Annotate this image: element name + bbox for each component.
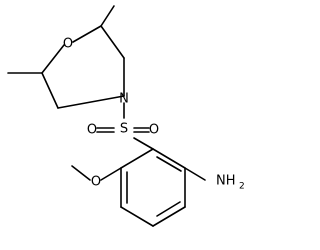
bond-c2-methyl	[100, 5, 115, 27]
bond-ring-inner-b	[156, 201, 181, 217]
methoxy-oxygen-label: O	[91, 175, 101, 190]
bond-o-c2	[72, 25, 102, 43]
bond-ring-inner-a	[156, 156, 182, 172]
bond-c2-c3	[100, 25, 125, 59]
bond-ring-1-2	[152, 148, 186, 169]
bond-c5-c6	[41, 72, 59, 109]
bond-ring-4-5	[120, 206, 154, 227]
bond-ring-methoxy-o	[100, 167, 122, 181]
amine-subscript-label: 2	[239, 182, 245, 192]
bond-c6-o	[41, 44, 65, 74]
sulfonyl-oxygen-left-label: O	[87, 123, 97, 138]
morpholine-nitrogen-label: N	[119, 92, 129, 107]
molecule-structure: O N S O O O NH 2	[7, 5, 245, 227]
sulfonyl-oxygen-right-label: O	[149, 123, 159, 138]
morpholine-oxygen-label: O	[63, 37, 73, 52]
bond-methoxy-methyl	[71, 165, 91, 181]
sulfur-label: S	[120, 122, 128, 137]
bond-ring-3-4	[152, 206, 186, 227]
bond-ring-amine	[184, 167, 206, 181]
amine-label-group: NH 2	[216, 174, 245, 192]
bond-n-c5	[57, 95, 125, 109]
bond-ring-6-1	[120, 148, 154, 169]
amine-label: NH	[216, 174, 236, 189]
bond-s-ring	[133, 137, 154, 150]
